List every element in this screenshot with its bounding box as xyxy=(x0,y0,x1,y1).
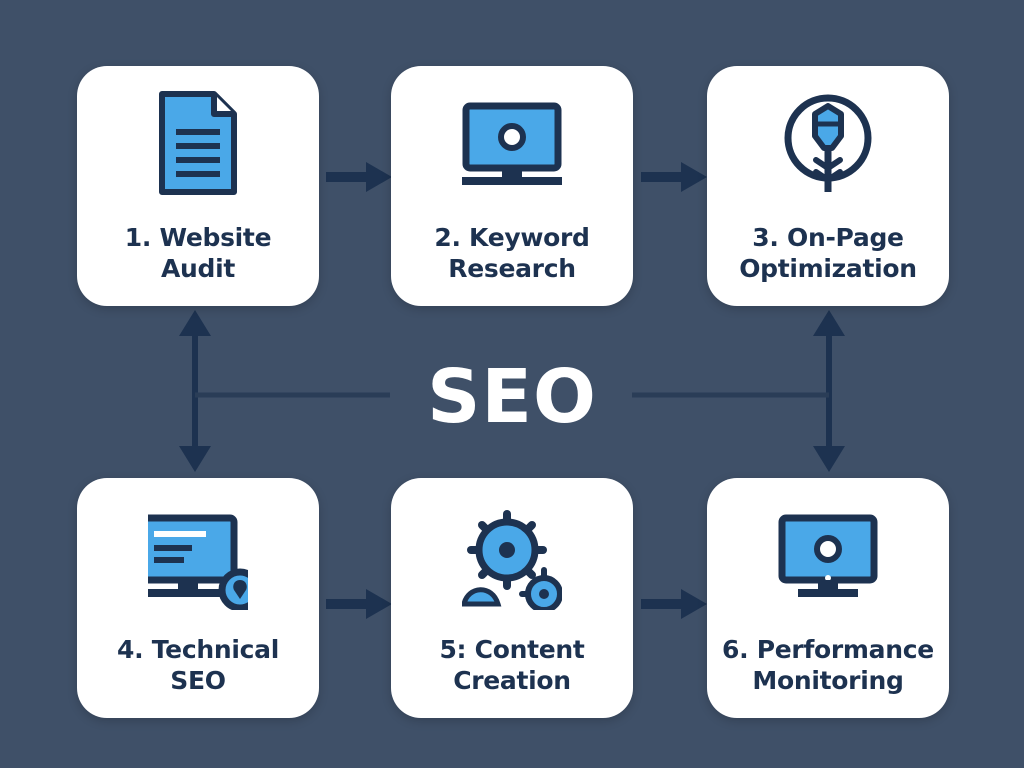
step-label-4: 4. Technical SEO xyxy=(117,635,279,695)
monitor-icon xyxy=(778,514,878,597)
step-label-5: 5: Content Creation xyxy=(439,635,585,695)
step-label-1: 1. Website Audit xyxy=(124,223,272,283)
target-icon xyxy=(784,94,872,192)
monitor-location-icon xyxy=(148,514,248,610)
step-card-4: 4. Technical SEO xyxy=(77,478,319,718)
monitor-icon xyxy=(462,102,562,185)
arrow-1-to-2 xyxy=(326,162,392,192)
arrow-right-vertical xyxy=(813,310,845,472)
gears-icon xyxy=(462,510,562,610)
arrow-4-to-5 xyxy=(326,589,392,619)
step-card-5: 5: Content Creation xyxy=(391,478,633,718)
step-label-2: 2. Keyword Research xyxy=(434,223,590,283)
step-card-1: 1. Website Audit xyxy=(77,66,319,306)
step-card-3: 3. On-Page Optimization xyxy=(707,66,949,306)
center-title: SEO xyxy=(427,354,597,440)
step-card-6: 6. Performance Monitoring xyxy=(707,478,949,718)
step-label-3: 3. On-Page Optimization xyxy=(739,223,917,283)
document-icon xyxy=(159,91,237,195)
arrow-5-to-6 xyxy=(641,589,707,619)
arrow-2-to-3 xyxy=(641,162,707,192)
step-label-6: 6. Performance Monitoring xyxy=(722,635,934,695)
arrow-left-vertical xyxy=(179,310,211,472)
step-card-2: 2. Keyword Research xyxy=(391,66,633,306)
